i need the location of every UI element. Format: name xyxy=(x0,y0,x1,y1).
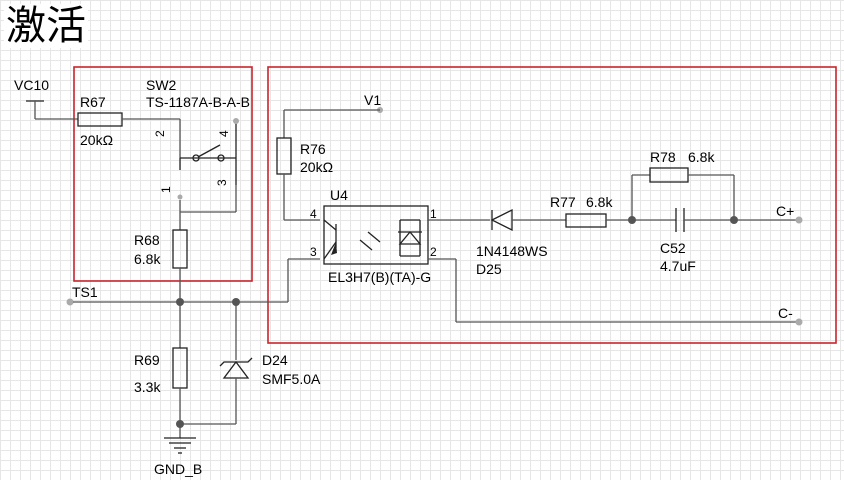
sw2-switch[interactable] xyxy=(177,118,240,230)
r77-ref: R77 xyxy=(550,194,576,210)
r67-resistor[interactable] xyxy=(77,112,180,127)
r69-resistor[interactable] xyxy=(172,302,236,428)
sw2-part: TS-1187A-B-A-B xyxy=(146,94,250,110)
c-plus-net[interactable] xyxy=(734,216,803,224)
r76-value: 20kΩ xyxy=(300,159,333,175)
vc10-label: VC10 xyxy=(14,77,49,93)
gnd-symbol[interactable] xyxy=(164,424,196,454)
d24-ref: D24 xyxy=(262,352,288,368)
page-title: 激活 xyxy=(4,3,88,49)
d25-diode[interactable] xyxy=(490,208,566,232)
sw2-pin-3: 3 xyxy=(215,179,229,186)
c52-value: 4.7uF xyxy=(660,258,696,274)
sw2-pin-1: 1 xyxy=(159,186,173,193)
optocoupler-section-frame xyxy=(267,66,837,344)
r69-ref: R69 xyxy=(134,352,160,368)
v1-label: V1 xyxy=(364,92,381,108)
ts1-net[interactable] xyxy=(66,258,321,306)
r78-value: 6.8k xyxy=(688,149,715,165)
u4-part: EL3H7(B)(TA)-G xyxy=(328,269,431,285)
r77-resistor[interactable] xyxy=(565,213,632,228)
ts1-label: TS1 xyxy=(72,284,98,300)
r76-ref: R76 xyxy=(300,141,326,157)
r67-ref: R67 xyxy=(80,94,106,110)
u4-pin-4: 4 xyxy=(310,207,317,221)
r78-ref: R78 xyxy=(650,149,676,165)
r68-ref: R68 xyxy=(134,232,160,248)
r69-value: 3.3k xyxy=(134,379,161,395)
r78-resistor[interactable] xyxy=(628,167,735,224)
u4-pin-1: 1 xyxy=(430,207,437,221)
r77-value: 6.8k xyxy=(586,194,613,210)
sw2-pin-4: 4 xyxy=(217,130,231,137)
c52-capacitor[interactable] xyxy=(632,208,738,232)
r68-resistor[interactable] xyxy=(172,229,188,302)
r76-resistor[interactable] xyxy=(276,110,320,221)
d25-ref: D25 xyxy=(476,261,502,277)
r67-value: 20kΩ xyxy=(80,132,113,148)
d25-part: 1N4148WS xyxy=(476,243,548,259)
u4-pin-2: 2 xyxy=(430,245,437,259)
u4-pin-3: 3 xyxy=(310,245,317,259)
u4-optocoupler[interactable] xyxy=(323,205,429,265)
d24-tvs-diode[interactable] xyxy=(219,302,253,424)
c-plus-label: C+ xyxy=(776,203,794,219)
r68-value: 6.8k xyxy=(134,251,161,267)
c-minus-label: C- xyxy=(778,305,793,321)
c52-ref: C52 xyxy=(660,240,686,256)
sw2-ref: SW2 xyxy=(146,77,177,93)
v1-port[interactable] xyxy=(284,107,383,113)
switch-section-frame xyxy=(73,66,253,282)
d24-part: SMF5.0A xyxy=(262,371,321,387)
vc10-port[interactable] xyxy=(26,100,78,120)
sw2-pin-2: 2 xyxy=(153,130,167,137)
c-minus-net[interactable] xyxy=(428,258,803,326)
gnd-label: GND_B xyxy=(154,461,202,477)
u4-ref: U4 xyxy=(330,187,348,203)
